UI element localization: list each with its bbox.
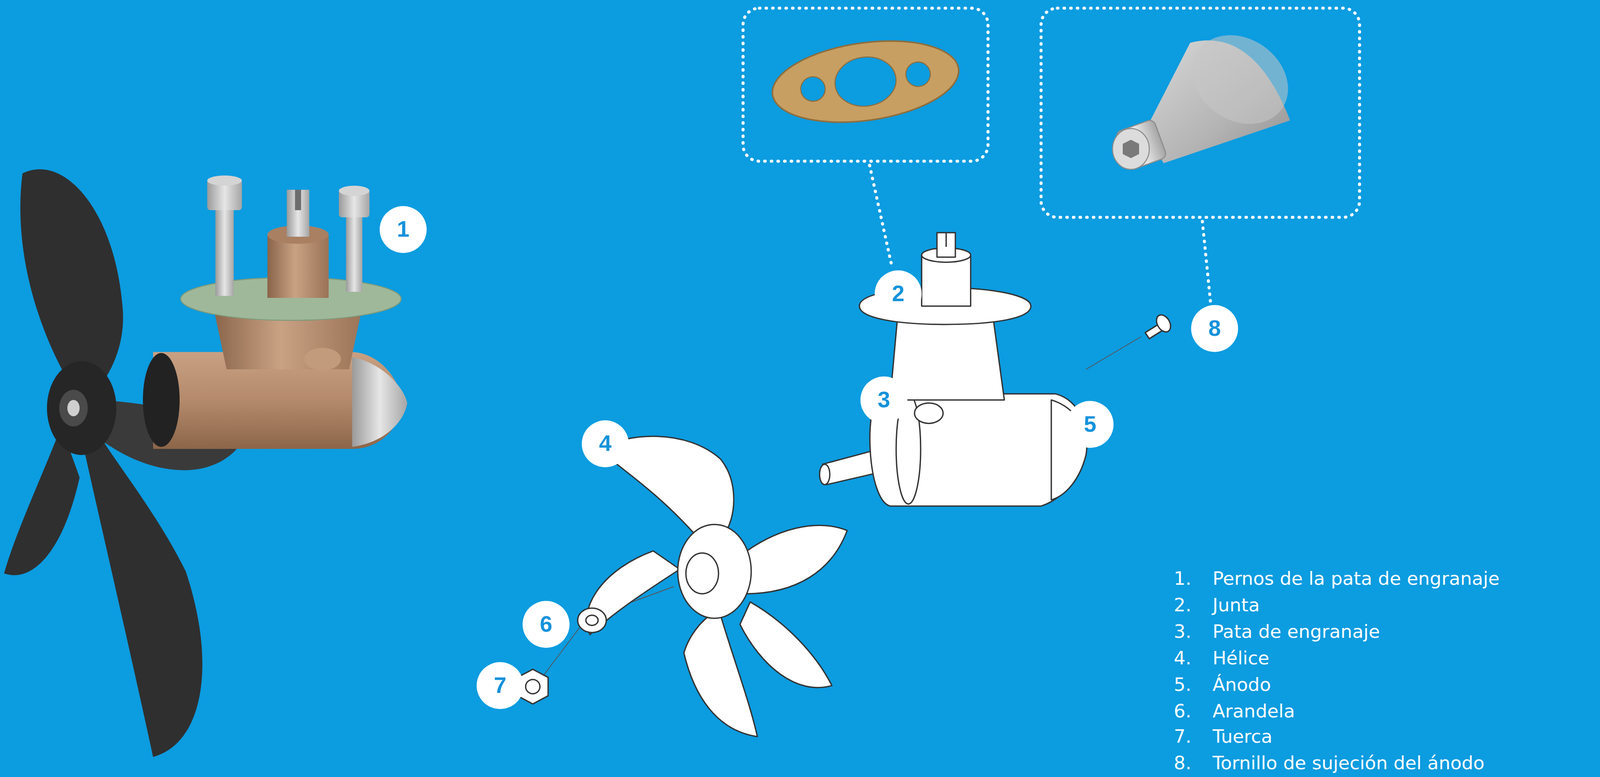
callout-circle: 4 [581, 420, 629, 468]
axis-line [1085, 336, 1142, 370]
bolt-top [207, 175, 243, 186]
part-name: Arandela [1212, 698, 1296, 724]
part-name: Junta [1212, 592, 1260, 618]
callout-number: 1 [396, 218, 410, 241]
list-number: 5. [1173, 672, 1192, 697]
washer-hole [585, 615, 599, 626]
bolt-shaft [346, 216, 363, 292]
callout-number: 8 [1208, 317, 1222, 341]
callout-number: 2 [892, 282, 905, 306]
callout-number: 7 [494, 674, 507, 698]
propeller-blade [740, 602, 833, 688]
anode-detail [1112, 16, 1306, 172]
propeller-nut [59, 389, 88, 427]
list-number: 6. [1173, 698, 1192, 724]
propeller-blade [683, 612, 758, 737]
gasket-detail [767, 30, 964, 134]
propeller-bore [685, 553, 719, 595]
leader-line [1202, 221, 1211, 303]
shaft-slot [295, 189, 302, 211]
callout-circle: 6 [522, 601, 570, 649]
washer [577, 608, 607, 633]
anode-face [1174, 16, 1306, 143]
propeller-blade [81, 432, 203, 758]
list-number: 1. [1173, 566, 1192, 592]
part-name: Pernos de la pata de engranaje [1212, 566, 1500, 592]
gasket-hole [904, 60, 933, 89]
assembled-gear-leg [4, 169, 408, 758]
part-name: Pata de engranaje [1212, 619, 1380, 644]
gasket-hole [831, 53, 900, 111]
propeller-hub [46, 361, 117, 456]
shaft-slot [945, 232, 947, 248]
exploded-view [517, 232, 1174, 737]
gasket-plate [767, 30, 964, 134]
callout-number: 3 [877, 389, 891, 412]
bolt-shaft [215, 209, 234, 297]
list-number: 4. [1173, 645, 1192, 671]
callout-circle: 1 [379, 206, 427, 254]
part-name: Tornillo de sujeción del ánodo [1212, 751, 1485, 777]
leg-boss [304, 348, 341, 371]
callout-circle: 3 [860, 376, 908, 424]
list-number: 8. [1173, 751, 1192, 777]
leg-boss [914, 403, 944, 424]
shaft-end [819, 464, 831, 486]
nut-hole [525, 679, 541, 695]
gasket-hole [798, 75, 827, 103]
list-number: 7. [1173, 725, 1192, 750]
shaft-key [287, 189, 310, 237]
propeller-nut-hole [67, 400, 80, 417]
propeller-blade [20, 169, 124, 394]
part-name: Hélice [1212, 645, 1270, 671]
callout-circle: 5 [1066, 401, 1114, 449]
list-number: 2. [1173, 592, 1192, 618]
anode-screw-head [1153, 312, 1174, 335]
callout-circle: 7 [476, 662, 524, 710]
leader-line [869, 165, 893, 268]
callout-number: 4 [598, 432, 612, 456]
detail-box [743, 8, 989, 162]
callout-circle: 2 [874, 270, 922, 318]
anode-cone [352, 357, 408, 448]
callout-circle: 8 [1191, 305, 1239, 353]
propeller-blade [740, 525, 848, 595]
bolt-top [338, 185, 370, 196]
shaft-key [936, 232, 956, 258]
drive-shaft-housing [267, 234, 329, 299]
callout-number: 6 [539, 613, 553, 637]
propeller-hub [677, 524, 752, 619]
callout-number: 5 [1083, 413, 1097, 437]
list-number: 3. [1173, 619, 1192, 644]
hex-socket [1122, 140, 1140, 159]
anode-bolt-head [1112, 128, 1150, 170]
part-name: Tuerca [1212, 725, 1273, 750]
detail-box [1041, 8, 1360, 218]
propeller-ring [142, 353, 180, 448]
part-name: Ánodo [1212, 672, 1271, 697]
